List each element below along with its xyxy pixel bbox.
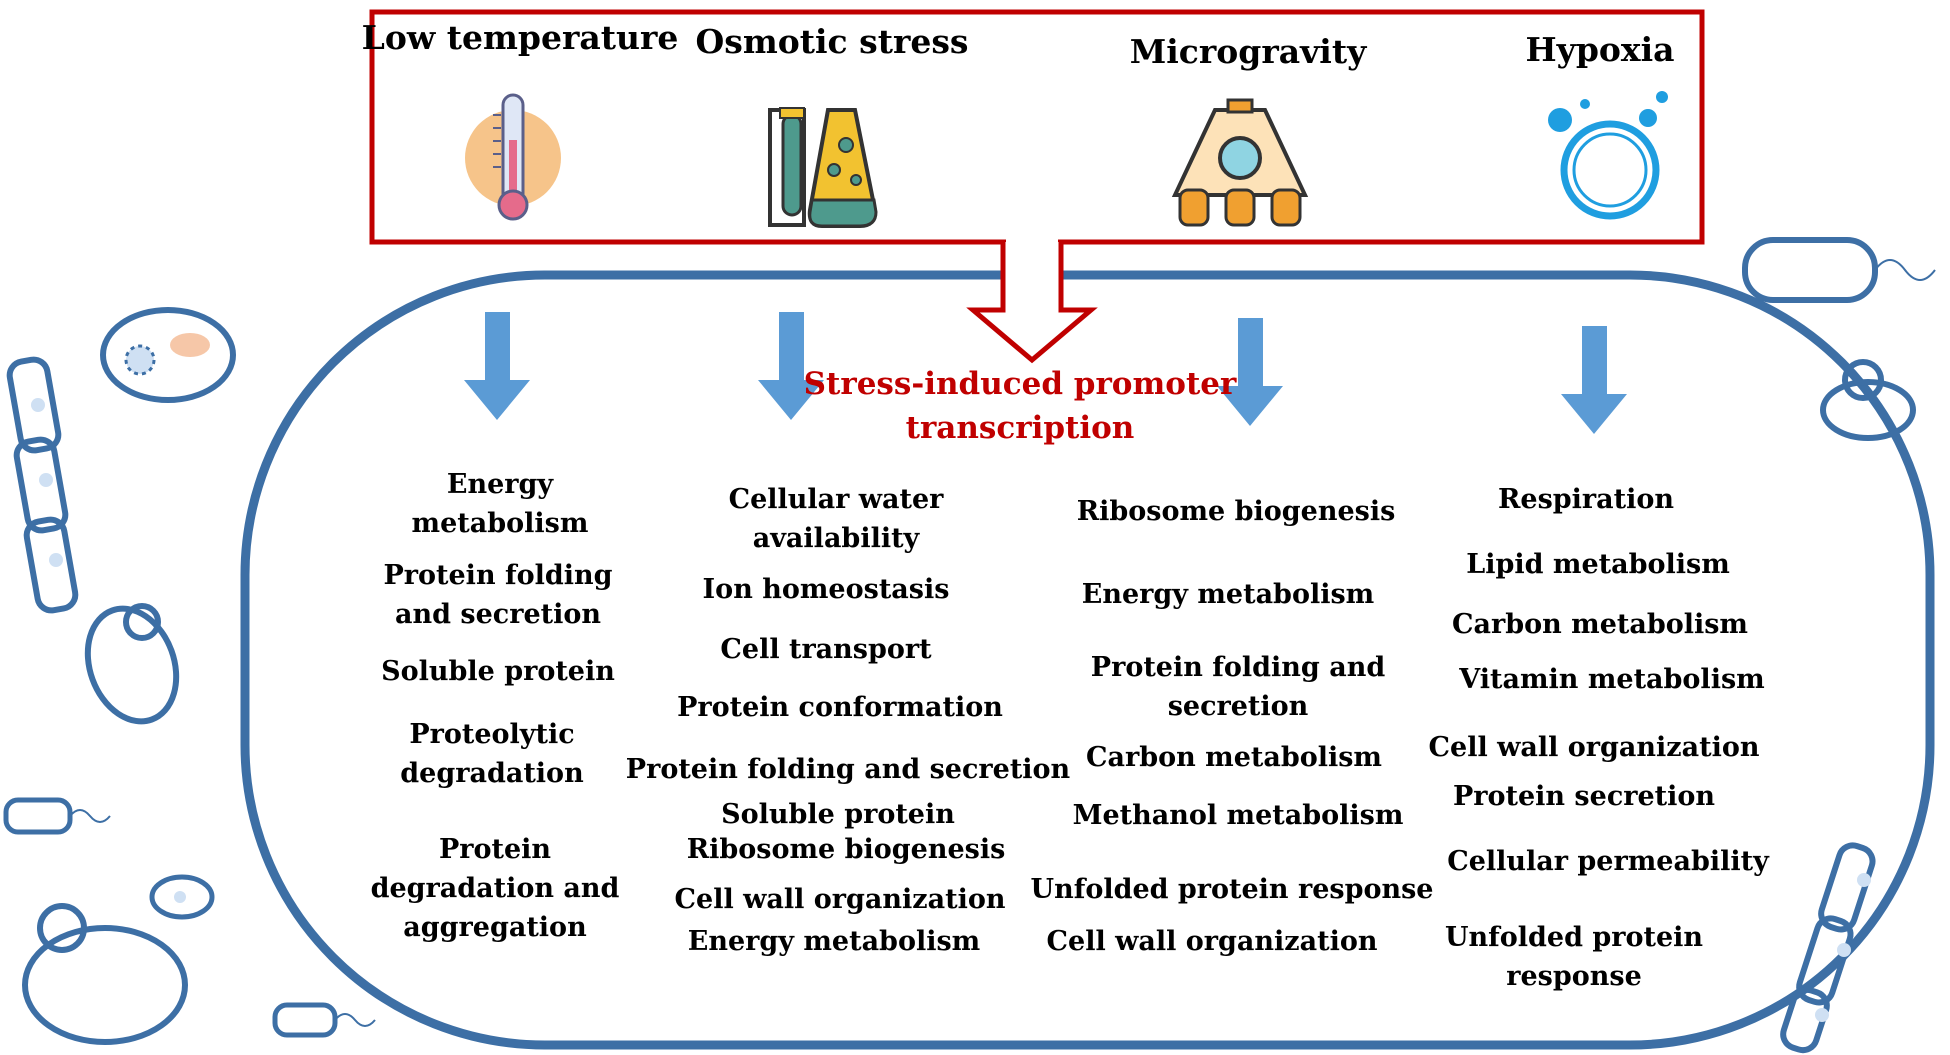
down-arrow-2 (758, 312, 824, 420)
thermometer-icon (465, 93, 561, 221)
center-title-line-2: transcription (905, 410, 1135, 446)
col2-item: Soluble protein (721, 799, 955, 830)
col4-item: Carbon metabolism (1451, 609, 1749, 640)
col2-item: Ribosome biogenesis (686, 834, 1006, 865)
col4-item: Protein secretion (1452, 781, 1716, 812)
col4-item: Unfolded protein response (1444, 922, 1704, 992)
col3-item: Ribosome biogenesis (1076, 496, 1396, 527)
stress-label-microgravity: Microgravity (1129, 32, 1367, 71)
col3-item: Carbon metabolism (1085, 742, 1383, 773)
down-arrow-1 (464, 312, 530, 420)
col3-item: Methanol metabolism (1072, 800, 1404, 831)
col4-item: Cellular permeability (1447, 846, 1769, 877)
col2-item: Ion homeostasis (702, 574, 950, 605)
cell-outline (240, 270, 1935, 1050)
stress-label-hypoxia: Hypoxia (1525, 30, 1675, 69)
transcription-arrow (966, 242, 1098, 364)
col2-item: Protein conformation (677, 692, 1003, 723)
col1-item: Soluble protein (381, 656, 615, 687)
col3-item: Unfolded protein response (1030, 874, 1434, 905)
down-arrow-3 (1217, 318, 1283, 426)
col1-item: Proteolytic degradation (400, 719, 584, 789)
col2-item: Cell wall organization (674, 884, 1006, 915)
col3-item: Protein folding and secretion (1090, 652, 1386, 722)
col2-item: Cellular water availability (728, 484, 944, 554)
stress-label-low-temperature: Low temperature (361, 18, 679, 57)
down-arrow-4 (1561, 326, 1627, 434)
col4-item: Lipid metabolism (1466, 549, 1730, 580)
stress-induced-transcription-title: Stress-induced promoter transcription (804, 362, 1237, 450)
col1-item: Protein degradation and aggregation (370, 834, 620, 943)
col1-item: Protein folding and secretion (383, 560, 613, 630)
center-title-line-1: Stress-induced promoter (803, 366, 1237, 402)
decorative-cells (3, 237, 1916, 1054)
col1-item: Energy metabolism (411, 469, 589, 539)
flagella (69, 259, 1936, 1027)
test-tube-flask-icon (768, 107, 878, 228)
col3-item: Cell wall organization (1046, 926, 1378, 957)
col2-item: Cell transport (720, 634, 932, 665)
col4-item: Respiration (1497, 484, 1675, 515)
col4-item: Vitamin metabolism (1459, 664, 1765, 695)
col2-item: Protein folding and secretion (625, 754, 1071, 785)
stress-label-osmotic-stress: Osmotic stress (695, 22, 969, 61)
oxygen-bubble-icon (1548, 91, 1668, 220)
down-arrows (464, 312, 1627, 434)
col3-item: Energy metabolism (1081, 579, 1375, 610)
col4-item: Cell wall organization (1428, 732, 1760, 763)
space-capsule-icon (1171, 98, 1309, 227)
col2-item: Energy metabolism (687, 926, 981, 957)
